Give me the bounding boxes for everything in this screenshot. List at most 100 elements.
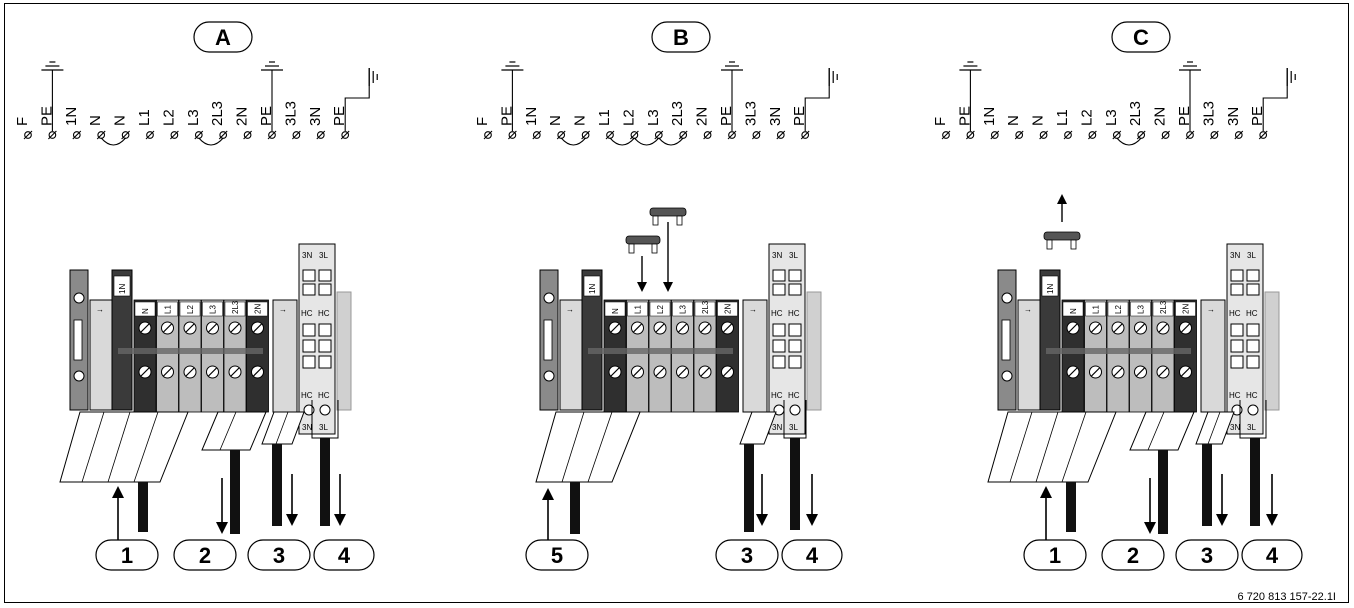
terminal-l1: L1 xyxy=(1054,109,1073,140)
terminal-f: F xyxy=(14,117,33,140)
terminal-l1: L1 xyxy=(136,109,155,140)
terminal-pe: PE xyxy=(1176,61,1201,140)
terminal-label: L1 xyxy=(1054,109,1071,126)
svg-text:4: 4 xyxy=(338,543,351,568)
hc-label: HC xyxy=(788,309,800,318)
svg-text:3: 3 xyxy=(741,543,753,568)
cable-group-3 xyxy=(739,411,777,532)
column-label: N xyxy=(141,308,150,314)
terminal-pe: PE xyxy=(331,106,350,140)
terminal-n: N xyxy=(1005,115,1024,140)
cable-group-2 xyxy=(1129,411,1195,534)
column-label: 2N xyxy=(724,304,733,314)
arrow-icon: → xyxy=(749,305,757,314)
terminal-2n: 2N xyxy=(694,107,712,140)
arrow-down-2 xyxy=(1144,478,1156,534)
screw-icon xyxy=(653,365,667,379)
terminal-label: L1 xyxy=(596,109,613,126)
jumper-wire xyxy=(560,137,587,146)
column-label: N xyxy=(1069,308,1078,314)
terminal-label: PE xyxy=(956,106,973,126)
module-label: 3L xyxy=(1247,423,1256,432)
svg-text:4: 4 xyxy=(1266,543,1279,568)
column-label: L1 xyxy=(164,305,173,314)
column-label: 1N xyxy=(1046,284,1055,294)
hc-label: HC xyxy=(788,391,800,400)
hc-label: HC xyxy=(1246,309,1258,318)
module-label: 3N xyxy=(302,251,312,260)
terminal-label: PE xyxy=(791,106,808,126)
arrow-icon: → xyxy=(96,305,104,314)
terminal-l3: L3 xyxy=(185,109,204,140)
terminal-3n: 3N xyxy=(767,107,786,140)
terminal-pe: PE xyxy=(956,61,982,140)
terminal-label: 2N xyxy=(234,107,251,126)
terminal-label: PE xyxy=(1249,106,1266,126)
screw-icon xyxy=(721,321,734,335)
jumper-wire xyxy=(198,137,224,146)
number-pill-3: 3 xyxy=(247,539,311,571)
svg-text:2: 2 xyxy=(1127,543,1139,568)
screw-icon xyxy=(1179,321,1192,335)
cable-group-4 xyxy=(783,400,807,530)
terminal-label: N xyxy=(547,115,564,126)
column-label: 1N xyxy=(118,284,127,294)
screw-icon xyxy=(183,365,197,379)
hc-label: HC xyxy=(771,309,783,318)
column-label: L2 xyxy=(186,305,195,314)
number-pill-5: 5 xyxy=(525,539,589,571)
terminal-2l3: 2L3 xyxy=(669,101,688,140)
terminal-pe: PE xyxy=(791,106,810,140)
hc-label: HC xyxy=(1246,391,1258,400)
jumper-wire xyxy=(100,137,127,146)
column-label: L1 xyxy=(634,305,643,314)
cable-group-3 xyxy=(261,411,305,526)
terminal-label: N xyxy=(572,115,589,126)
number-pill-1: 1 xyxy=(95,539,159,571)
terminal-label: L2 xyxy=(1078,109,1095,126)
terminal-label: F xyxy=(932,117,949,126)
terminal-label: PE xyxy=(1176,106,1193,126)
panel-letter-pill: B xyxy=(651,21,711,53)
panel-letter-pill: A xyxy=(193,21,253,53)
terminal-label: F xyxy=(474,117,491,126)
hc-label: HC xyxy=(1229,309,1241,318)
screw-icon xyxy=(1111,365,1125,379)
screw-icon xyxy=(1134,321,1147,335)
hc-label: HC xyxy=(771,391,783,400)
arrow-down-2 xyxy=(216,478,228,534)
terminal-label: N xyxy=(112,115,129,126)
terminal-f: F xyxy=(932,117,951,140)
terminal-label: L2 xyxy=(160,109,177,126)
arrow-down-4 xyxy=(334,474,346,526)
screw-icon xyxy=(161,365,174,379)
module-label: 3L xyxy=(1247,251,1256,260)
terminal-pe: PE xyxy=(498,61,524,140)
terminal-2l3: 2L3 xyxy=(209,101,228,140)
screw-icon xyxy=(1089,321,1102,335)
module-label: 3L xyxy=(789,251,798,260)
arrow-up-5 xyxy=(542,488,554,540)
jumper-wire xyxy=(633,137,660,146)
column-label: L3 xyxy=(209,305,218,314)
earth-icon xyxy=(1262,68,1296,131)
screw-icon xyxy=(206,365,219,379)
arrow-down-4 xyxy=(1266,474,1278,526)
screw-icon xyxy=(1066,365,1080,379)
svg-text:2: 2 xyxy=(199,543,211,568)
svg-text:C: C xyxy=(1133,25,1149,50)
screw-icon xyxy=(631,321,644,335)
terminal-l2: L2 xyxy=(620,109,639,140)
terminal-1n: 1N xyxy=(523,107,542,140)
number-pill-1: 1 xyxy=(1023,539,1087,571)
terminal-label: 3N xyxy=(307,107,324,126)
cable-group-5 xyxy=(535,411,641,534)
terminal-label: 2L3 xyxy=(669,101,686,126)
terminal-3l3: 3L3 xyxy=(742,101,761,140)
hc-label: HC xyxy=(301,391,313,400)
